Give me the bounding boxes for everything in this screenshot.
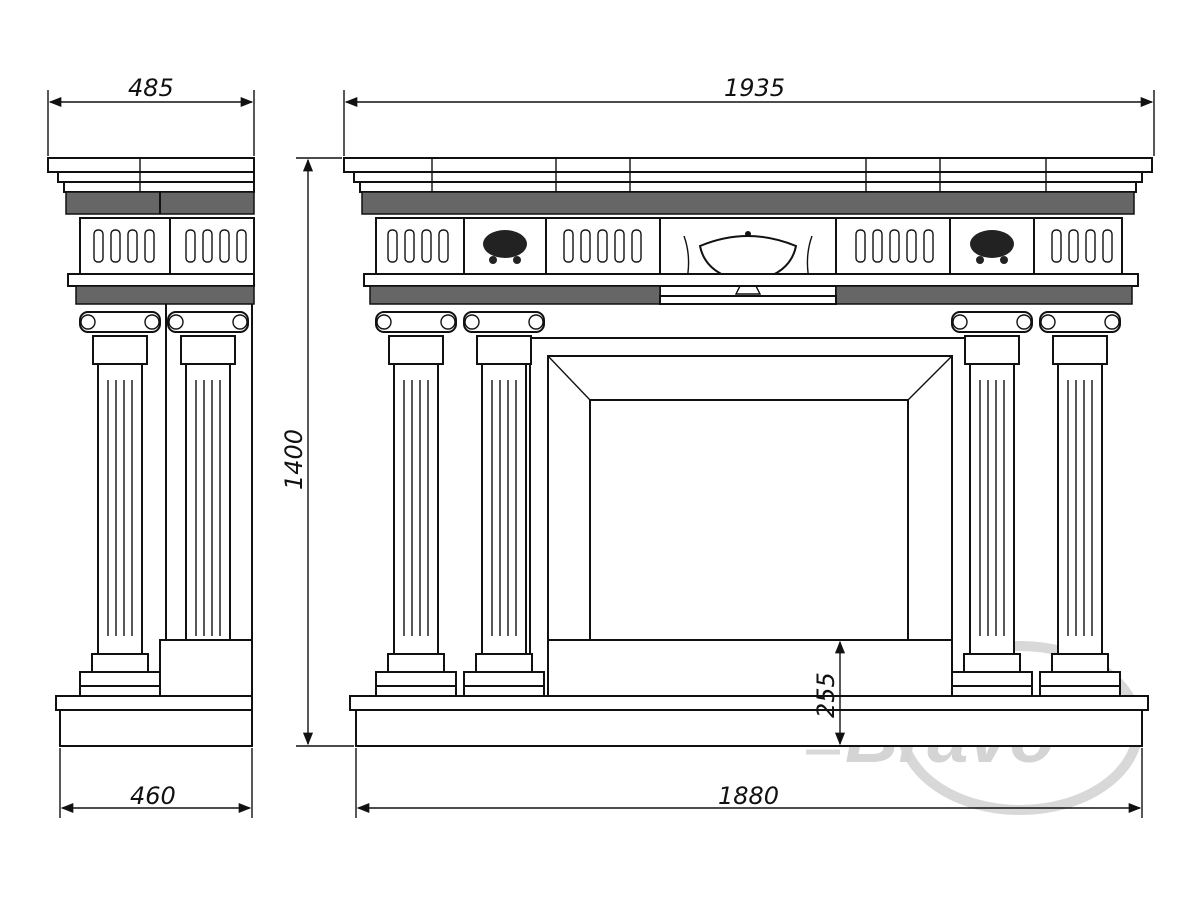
dimension-side-top-width: 485 [47,74,255,156]
dim-1935-label: 1935 [724,74,785,102]
dimension-side-base-width: 460 [59,748,253,818]
acanthus-ornament-right [970,230,1014,264]
dim-1880-label: 1880 [718,782,779,810]
dim-255-label: 255 [812,672,840,718]
upper-greek-key-band [361,191,1135,215]
front-view [343,157,1153,747]
side-column-2 [167,311,249,697]
acanthus-ornament-left [483,230,527,264]
lower-greek-key-band-left [369,285,661,305]
dimension-front-top-width: 1935 [343,74,1155,156]
lower-greek-key-band-right [835,285,1133,305]
side-view [47,157,255,747]
dim-485-label: 485 [128,74,174,102]
front-column-3 [951,311,1033,697]
side-column-1 [79,311,161,697]
front-column-1 [375,311,457,697]
dimension-front-base-width: 1880 [355,748,1143,818]
firebox-surround [529,337,971,699]
dimension-firebox-sill-height: 255 [812,640,846,746]
front-column-4 [1039,311,1121,697]
dim-1400-label: 1400 [280,429,308,490]
dimension-overall-height: 1400 [280,157,354,747]
front-frieze-slots [387,229,1113,263]
front-column-2 [463,311,545,697]
side-frieze-slots [93,229,247,263]
dim-460-label: 460 [130,782,176,810]
